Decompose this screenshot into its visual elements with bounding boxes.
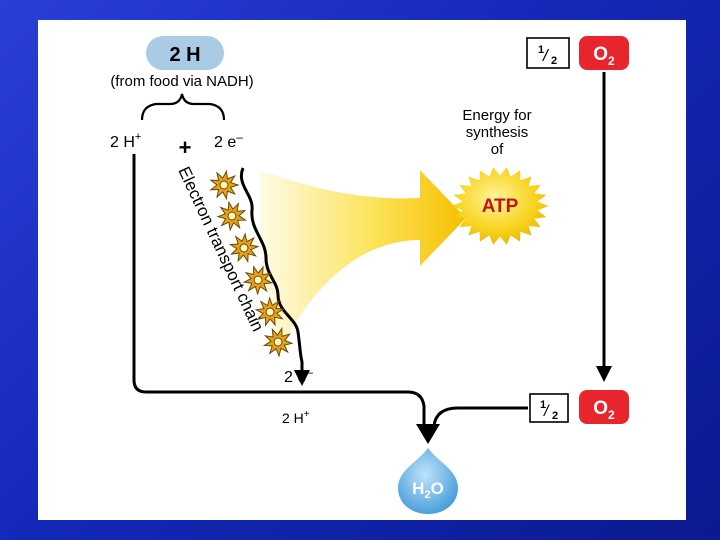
half-box-top	[526, 37, 570, 69]
half-slash-bottom: /	[543, 403, 550, 420]
half-box-bottom	[529, 393, 569, 423]
two-h-label: 2 H	[169, 44, 200, 66]
half-den-top: 2	[551, 55, 557, 67]
o2-box-bottom	[579, 390, 629, 424]
enzyme-gear-icon	[242, 265, 274, 296]
oxygen-bottom-line	[432, 406, 528, 427]
electron-transport-diagram: 2 H (from food via NADH) 2 H+ + 2 e– 1 /…	[110, 36, 629, 514]
proton-path	[132, 154, 426, 426]
oxygen-down-arrowhead	[596, 366, 612, 382]
half-num-top: 1	[538, 44, 544, 56]
enzyme-gear-icon	[254, 296, 286, 327]
half-den-bottom: 2	[552, 410, 558, 422]
from-food-label: (from food via NADH)	[110, 73, 253, 90]
water-arrowhead	[416, 424, 440, 444]
half-slash-top: /	[542, 46, 550, 65]
atp-burst	[451, 167, 549, 245]
atp-label: ATP	[482, 196, 519, 217]
enzyme-gear-icon	[228, 232, 260, 264]
half-num-bottom: 1	[540, 399, 546, 411]
slide-panel: 2 H (from food via NADH) 2 H+ + 2 e– 1 /…	[38, 20, 686, 520]
split-electrons: 2 e–	[214, 130, 243, 151]
enzyme-gear-icon	[209, 169, 240, 201]
electron-chain-arrowhead	[294, 370, 310, 386]
o2-box-top	[579, 36, 629, 70]
split-brace	[140, 93, 226, 121]
water-drop	[398, 448, 458, 514]
o2-label-bottom: O2	[593, 398, 615, 422]
o2-label-top: O2	[593, 44, 615, 68]
bottom-h-plus: 2 H+	[282, 409, 310, 426]
energy-line-3: of	[491, 141, 504, 158]
water-label: H2O	[412, 479, 444, 501]
energy-arrow	[260, 170, 466, 350]
energy-line-1: Energy for	[462, 107, 531, 124]
split-plus-sign: +	[179, 135, 192, 160]
two-h-pill	[146, 36, 224, 70]
electron-chain-line	[239, 167, 304, 374]
enzyme-gear-icon	[216, 200, 247, 232]
energy-line-2: synthesis	[466, 124, 529, 141]
split-h-plus: 2 H+	[110, 131, 141, 151]
enzyme-group	[209, 169, 294, 358]
bottom-electrons: 2 e–	[284, 365, 313, 386]
enzyme-gear-icon	[262, 326, 294, 358]
